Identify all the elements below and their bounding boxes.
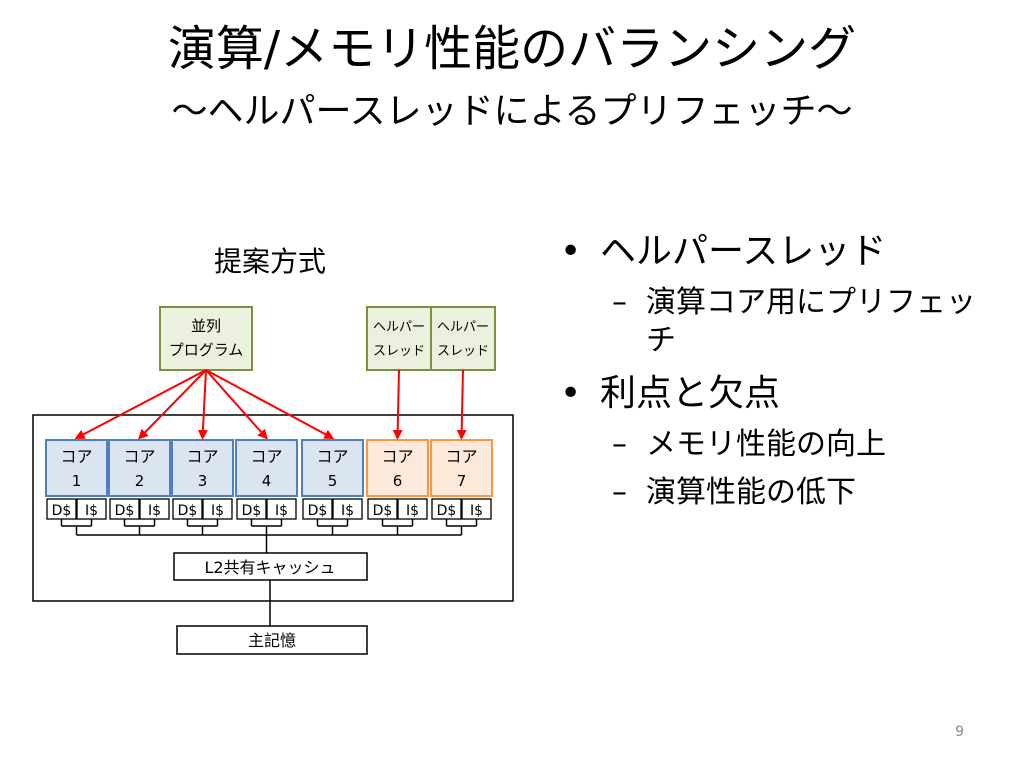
helper-thread-box [366, 306, 432, 371]
icache-label: I$ [470, 503, 483, 519]
dcache-label: D$ [373, 503, 393, 519]
core-box [430, 439, 493, 497]
core-number: 2 [135, 472, 145, 490]
core-label: コア [250, 447, 282, 466]
core-label: コア [186, 447, 218, 466]
icache-label: I$ [275, 503, 288, 519]
dcache-label: D$ [115, 503, 135, 519]
slide-subtitle: ～ヘルパースレッドによるプリフェッチ～ [171, 91, 853, 132]
l2-cache-label: L2共有キャッシュ [204, 558, 335, 577]
sub-bullet-text: メモリ性能の向上 [646, 427, 886, 462]
helper-thread-label: ヘルパー [437, 320, 489, 335]
sub-bullet-item: – メモリ性能の向上 [560, 426, 1000, 464]
core-number: 1 [72, 472, 82, 490]
core-number: 7 [457, 472, 467, 490]
bullet-dot: • [560, 373, 582, 414]
bullet-list: • ヘルパースレッド – 演算コア用にプリフェッチ • 利点と欠点 – メモリ性… [560, 228, 1000, 522]
dcache-label: D$ [242, 503, 262, 519]
core-box [45, 439, 108, 497]
bullet-item: • ヘルパースレッド [560, 228, 1000, 276]
core-number: 5 [328, 472, 338, 490]
core-box [235, 439, 298, 497]
bullet-dot: • [560, 231, 582, 272]
bullet-dash: – [612, 475, 627, 510]
bullet-text: 利点と欠点 [600, 373, 781, 414]
page-number: 9 [955, 724, 964, 740]
dcache-label: D$ [308, 503, 328, 519]
arrow [138, 369, 207, 440]
parallel-program-label: プログラム [169, 341, 244, 359]
core-label: コア [60, 447, 92, 466]
core-number: 3 [198, 472, 208, 490]
helper-thread-label: スレッド [437, 344, 489, 359]
sub-bullet-text: 演算コア用にプリフェッチ [646, 285, 976, 358]
arrow [205, 369, 268, 440]
dcache-label: D$ [52, 503, 72, 519]
main-memory-label: 主記憶 [248, 631, 296, 650]
bullet-text: ヘルパースレッド [600, 231, 887, 272]
dcache-label: D$ [178, 503, 198, 519]
core-label: コア [445, 447, 477, 466]
icache-label: I$ [341, 503, 354, 519]
core-box [171, 439, 234, 497]
arrow [197, 369, 208, 440]
sub-bullet-item: – 演算性能の低下 [560, 474, 1000, 512]
core-label: コア [381, 447, 413, 466]
icache-label: I$ [148, 503, 161, 519]
icache-label: I$ [85, 503, 98, 519]
diagram-label: 提案方式 [213, 245, 326, 278]
arrow [74, 369, 207, 439]
core-box [301, 439, 364, 497]
icache-label: I$ [406, 503, 419, 519]
dcache-label: D$ [437, 503, 457, 519]
icache-label: I$ [211, 503, 224, 519]
parallel-program-label: 並列 [191, 317, 221, 335]
main-memory-box [176, 625, 368, 655]
arrow [392, 369, 403, 440]
sub-bullet-item: – 演算コア用にプリフェッチ [560, 284, 1000, 360]
bullet-item: • 利点と欠点 [560, 370, 1000, 418]
bullet-dash: – [612, 427, 627, 462]
core-box [366, 439, 429, 497]
core-box [108, 439, 171, 497]
bullet-dash: – [612, 285, 627, 320]
core-label: コア [123, 447, 155, 466]
core-number: 4 [262, 472, 272, 490]
slide-title: 演算/メモリ性能のバランシング [167, 21, 857, 77]
sub-bullet-text: 演算性能の低下 [646, 475, 856, 510]
helper-thread-box [430, 306, 496, 371]
helper-thread-label: ヘルパー [373, 320, 425, 335]
helper-thread-label: スレッド [373, 344, 425, 359]
core-label: コア [316, 447, 348, 466]
core-number: 6 [393, 472, 403, 490]
arrow [456, 369, 467, 440]
arrow [205, 369, 335, 439]
